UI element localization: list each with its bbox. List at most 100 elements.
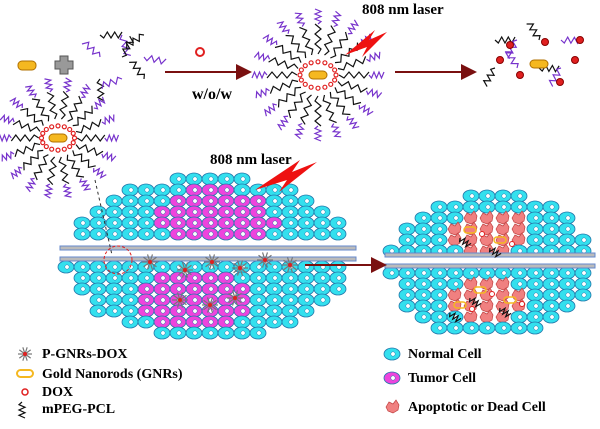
- dox-icon: [61, 124, 67, 130]
- nucleus: [533, 226, 539, 232]
- nucleus: [453, 325, 459, 331]
- polymer-chain-icon: [330, 31, 349, 59]
- dox-icon: [576, 36, 584, 44]
- nucleus: [336, 275, 342, 281]
- nucleus: [421, 226, 427, 232]
- nucleus: [272, 231, 278, 237]
- nucleus: [405, 292, 411, 298]
- dead-cell-icon: [479, 210, 494, 225]
- nucleus: [565, 292, 571, 298]
- nucleus: [128, 264, 134, 270]
- dox-icon: [322, 84, 328, 90]
- laser-bolt-icon: [345, 30, 387, 57]
- nucleus: [176, 319, 182, 325]
- polymer-chain-icon: [365, 88, 383, 99]
- blood-vessel-wall: [384, 263, 596, 269]
- nucleus: [581, 237, 587, 243]
- nucleus: [192, 319, 198, 325]
- nucleus: [405, 226, 411, 232]
- polymer-chain-icon: [66, 154, 85, 178]
- nucleus: [176, 231, 182, 237]
- polymer-chain-icon: [17, 401, 27, 419]
- polymer-chain-icon: [92, 167, 107, 179]
- nucleus: [128, 286, 134, 292]
- nucleus: [96, 308, 102, 314]
- nucleus: [469, 193, 475, 199]
- polymer-chain-icon: [81, 41, 101, 58]
- nucleus: [272, 220, 278, 226]
- nucleus: [240, 176, 246, 182]
- nucleus: [272, 187, 278, 193]
- legend-dox: DOX: [42, 385, 74, 400]
- nucleus: [128, 209, 134, 215]
- dox-icon: [298, 67, 304, 73]
- nucleus: [176, 308, 182, 314]
- dox-icon: [509, 241, 515, 247]
- nucleus: [304, 275, 310, 281]
- polymer-chain-icon: [75, 143, 104, 157]
- nucleus: [533, 204, 539, 210]
- polymer-chain-icon: [12, 119, 41, 133]
- nucleus: [288, 198, 294, 204]
- dox-icon: [308, 84, 314, 90]
- nucleus: [240, 319, 246, 325]
- nucleus: [288, 286, 294, 292]
- dox-icon: [233, 296, 237, 300]
- nucleus: [96, 264, 102, 270]
- nucleus: [160, 319, 166, 325]
- nucleus: [336, 286, 342, 292]
- nucleus: [256, 198, 262, 204]
- nucleus: [517, 204, 523, 210]
- nucleus: [128, 319, 134, 325]
- polymer-chain-icon: [347, 19, 360, 35]
- dox-icon: [328, 81, 334, 87]
- dox-icon: [178, 298, 182, 302]
- nucleus: [533, 292, 539, 298]
- legend-gnrs: Gold Nanorods (GNRs): [42, 367, 183, 382]
- dox-icon: [322, 60, 328, 66]
- dead-cell-icon: [511, 221, 526, 236]
- nucleus: [96, 275, 102, 281]
- nucleus: [144, 286, 150, 292]
- nucleus: [80, 286, 86, 292]
- polymer-chain-icon: [46, 91, 58, 120]
- polymer-chain-icon: [313, 8, 323, 25]
- nucleus: [390, 351, 396, 357]
- nucleus: [224, 308, 230, 314]
- polymer-chain-icon: [294, 122, 305, 140]
- polymer-chain-icon: [323, 25, 336, 56]
- nucleus: [208, 286, 214, 292]
- nucleus: [80, 220, 86, 226]
- nucleus: [224, 187, 230, 193]
- polymer-chain-icon: [338, 71, 370, 79]
- nucleus: [517, 270, 523, 276]
- nucleus: [581, 292, 587, 298]
- polymer-chain-icon: [313, 125, 323, 142]
- nucleus: [581, 270, 587, 276]
- dox-icon: [479, 231, 485, 237]
- nucleus: [80, 231, 86, 237]
- polymer-chain-icon: [448, 311, 462, 324]
- polymer-chain-icon: [67, 95, 83, 122]
- dox-icon: [297, 72, 303, 78]
- nucleus: [565, 237, 571, 243]
- nucleus: [304, 220, 310, 226]
- dead-cell-icon: [447, 221, 462, 236]
- polymer-chain-icon: [488, 246, 502, 259]
- polymer-chain-icon: [330, 123, 342, 138]
- nucleus: [453, 270, 459, 276]
- nucleus: [533, 303, 539, 309]
- nucleus: [405, 270, 411, 276]
- dox-icon: [67, 143, 73, 150]
- polymer-chain-icon: [334, 87, 362, 106]
- nucleus: [304, 286, 310, 292]
- nucleus: [565, 215, 571, 221]
- dox-icon: [489, 291, 495, 297]
- nucleus: [144, 308, 150, 314]
- nucleus: [256, 330, 262, 336]
- polymer-chain-icon: [287, 91, 306, 119]
- dox-icon: [210, 260, 214, 264]
- polymer-chain-icon: [334, 42, 359, 64]
- legend-tumor-cell: Tumor Cell: [408, 371, 477, 386]
- polymer-chain-icon: [43, 78, 54, 93]
